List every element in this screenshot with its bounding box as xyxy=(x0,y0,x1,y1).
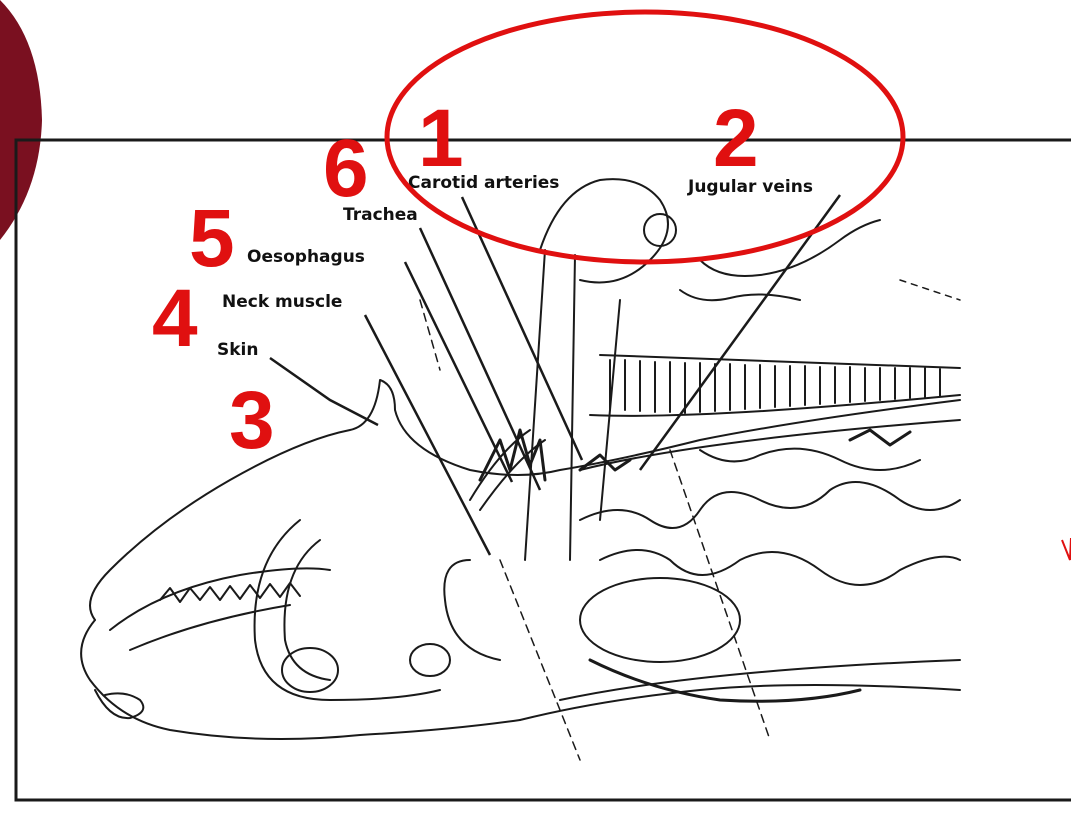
annotation-number-4: 4 xyxy=(152,273,198,364)
annotation-number-1: 1 xyxy=(418,93,464,184)
label-oesophagus: Oesophagus xyxy=(247,247,365,267)
leader-trachea xyxy=(420,228,540,490)
corner-tab xyxy=(0,0,42,240)
leader-neck-muscle xyxy=(365,315,490,555)
label-skin: Skin xyxy=(217,340,258,360)
leader-skin xyxy=(270,358,378,425)
annotation-number-5: 5 xyxy=(189,193,235,284)
annotation-number-6: 6 xyxy=(323,123,369,214)
leader-carotid xyxy=(462,197,582,460)
leader-jugular xyxy=(640,195,840,470)
annotation-number-2: 2 xyxy=(713,93,759,184)
annotation-number-3: 3 xyxy=(229,375,275,466)
red-arrow-mark xyxy=(1062,538,1071,560)
label-neck-muscle: Neck muscle xyxy=(222,292,342,312)
leader-oesophagus xyxy=(405,262,512,482)
